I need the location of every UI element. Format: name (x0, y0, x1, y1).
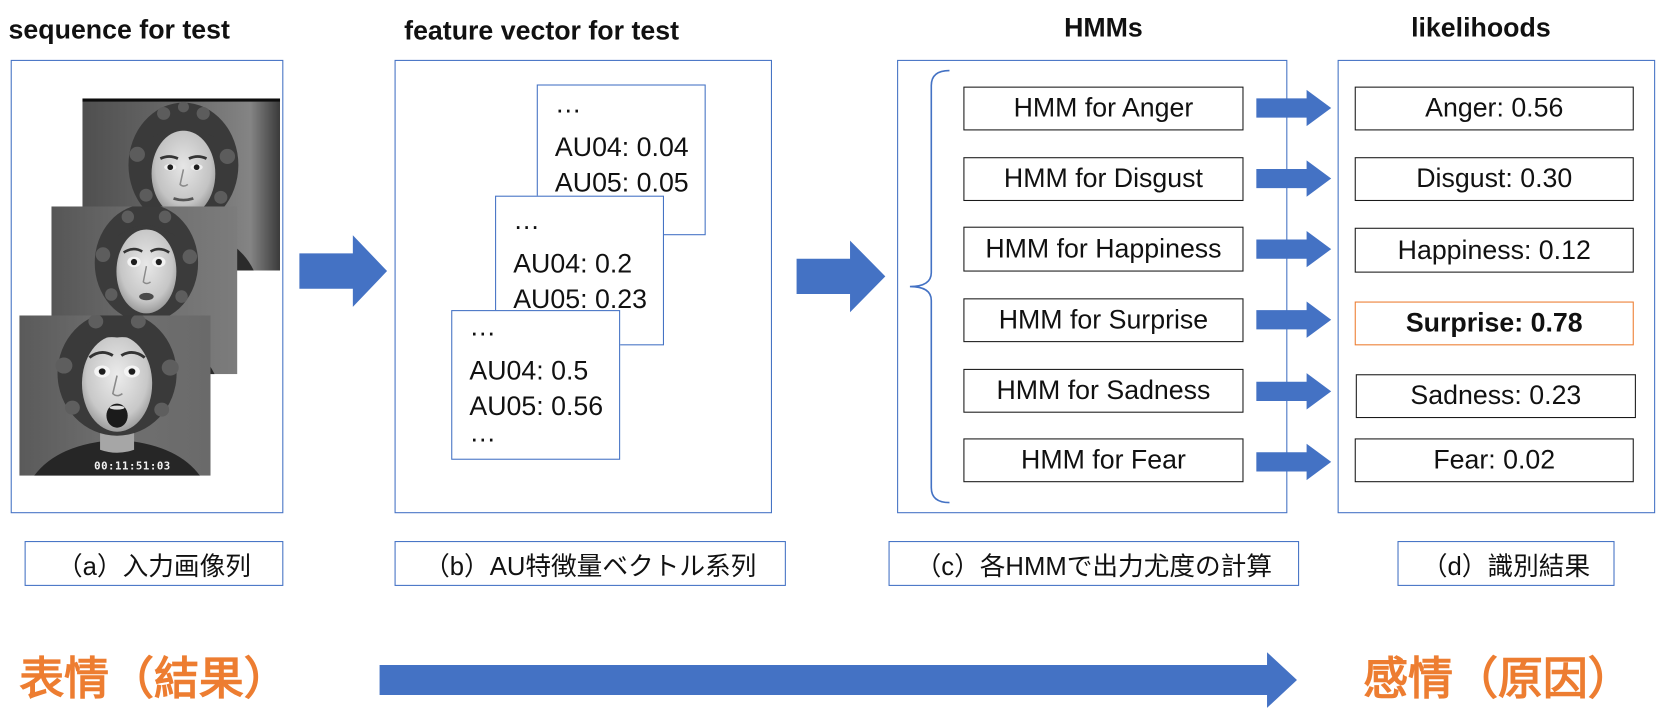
photo-timestamp: 00:11:51:03 (94, 460, 171, 473)
panel-hmms (897, 59, 1288, 514)
likelihood-disgust: Disgust: 0.30 (1354, 157, 1634, 202)
caption-b: （b）AU特徴量ベクトル系列 (394, 541, 786, 586)
likelihood-fear: Fear: 0.02 (1354, 438, 1634, 483)
arrow-right-icon (1256, 160, 1332, 197)
hmm-box-anger: HMM for Anger (963, 86, 1244, 131)
likelihood-surprise: Surprise: 0.78 (1354, 301, 1634, 346)
arrow-right-icon (796, 240, 886, 313)
hmm-box-disgust: HMM for Disgust (963, 157, 1244, 202)
label-expression-result: 表情（結果） (19, 653, 289, 704)
face-photo-surprised (19, 315, 211, 476)
label-emotion-cause: 感情（原因） (1363, 653, 1633, 704)
arrow-right-icon (1256, 301, 1332, 338)
arrow-right-icon (299, 235, 388, 307)
header-sequence: sequence for test (8, 14, 230, 45)
ellipsis-text: … (513, 205, 540, 236)
au04-value: AU04: 0.04 (554, 132, 689, 163)
left-brace-icon (909, 69, 950, 504)
caption-a: （a）入力画像列 (24, 541, 284, 586)
header-hmms: HMMs (1064, 12, 1143, 43)
hmm-box-fear: HMM for Fear (963, 438, 1244, 483)
au05-value: AU05: 0.05 (554, 167, 689, 198)
ellipsis-text: … (469, 312, 497, 343)
caption-c: （c）各HMMで出力尤度の計算 (888, 541, 1300, 586)
au05-value: AU05: 0.56 (469, 391, 604, 422)
ellipsis-text: … (469, 418, 497, 449)
arrow-right-icon (1256, 373, 1332, 410)
arrow-right-icon (1256, 443, 1332, 481)
panel-likelihoods (1337, 59, 1656, 514)
caption-d: （d）識別結果 (1397, 541, 1615, 586)
ellipsis-text: … (554, 88, 582, 119)
long-arrow-right-icon (379, 652, 1297, 708)
header-feature-vector: feature vector for test (404, 16, 679, 46)
hmm-box-sadness: HMM for Sadness (963, 368, 1244, 413)
au04-value: AU04: 0.2 (513, 249, 633, 280)
hmm-box-happiness: HMM for Happiness (963, 226, 1244, 272)
face-image-frame-3: 00:11:51:03 (19, 315, 211, 476)
au04-value: AU04: 0.5 (469, 356, 589, 386)
feature-vector-card-3: … AU04: 0.5 AU05: 0.56 … (451, 310, 621, 460)
likelihood-anger: Anger: 0.56 (1354, 86, 1634, 131)
au05-value: AU05: 0.23 (513, 284, 647, 315)
hmm-box-surprise: HMM for Surprise (963, 298, 1244, 343)
likelihood-sadness: Sadness: 0.23 (1355, 374, 1636, 419)
header-likelihoods: likelihoods (1411, 12, 1551, 43)
arrow-right-icon (1256, 89, 1332, 127)
arrow-right-icon (1256, 230, 1332, 268)
likelihood-happiness: Happiness: 0.12 (1354, 227, 1634, 273)
